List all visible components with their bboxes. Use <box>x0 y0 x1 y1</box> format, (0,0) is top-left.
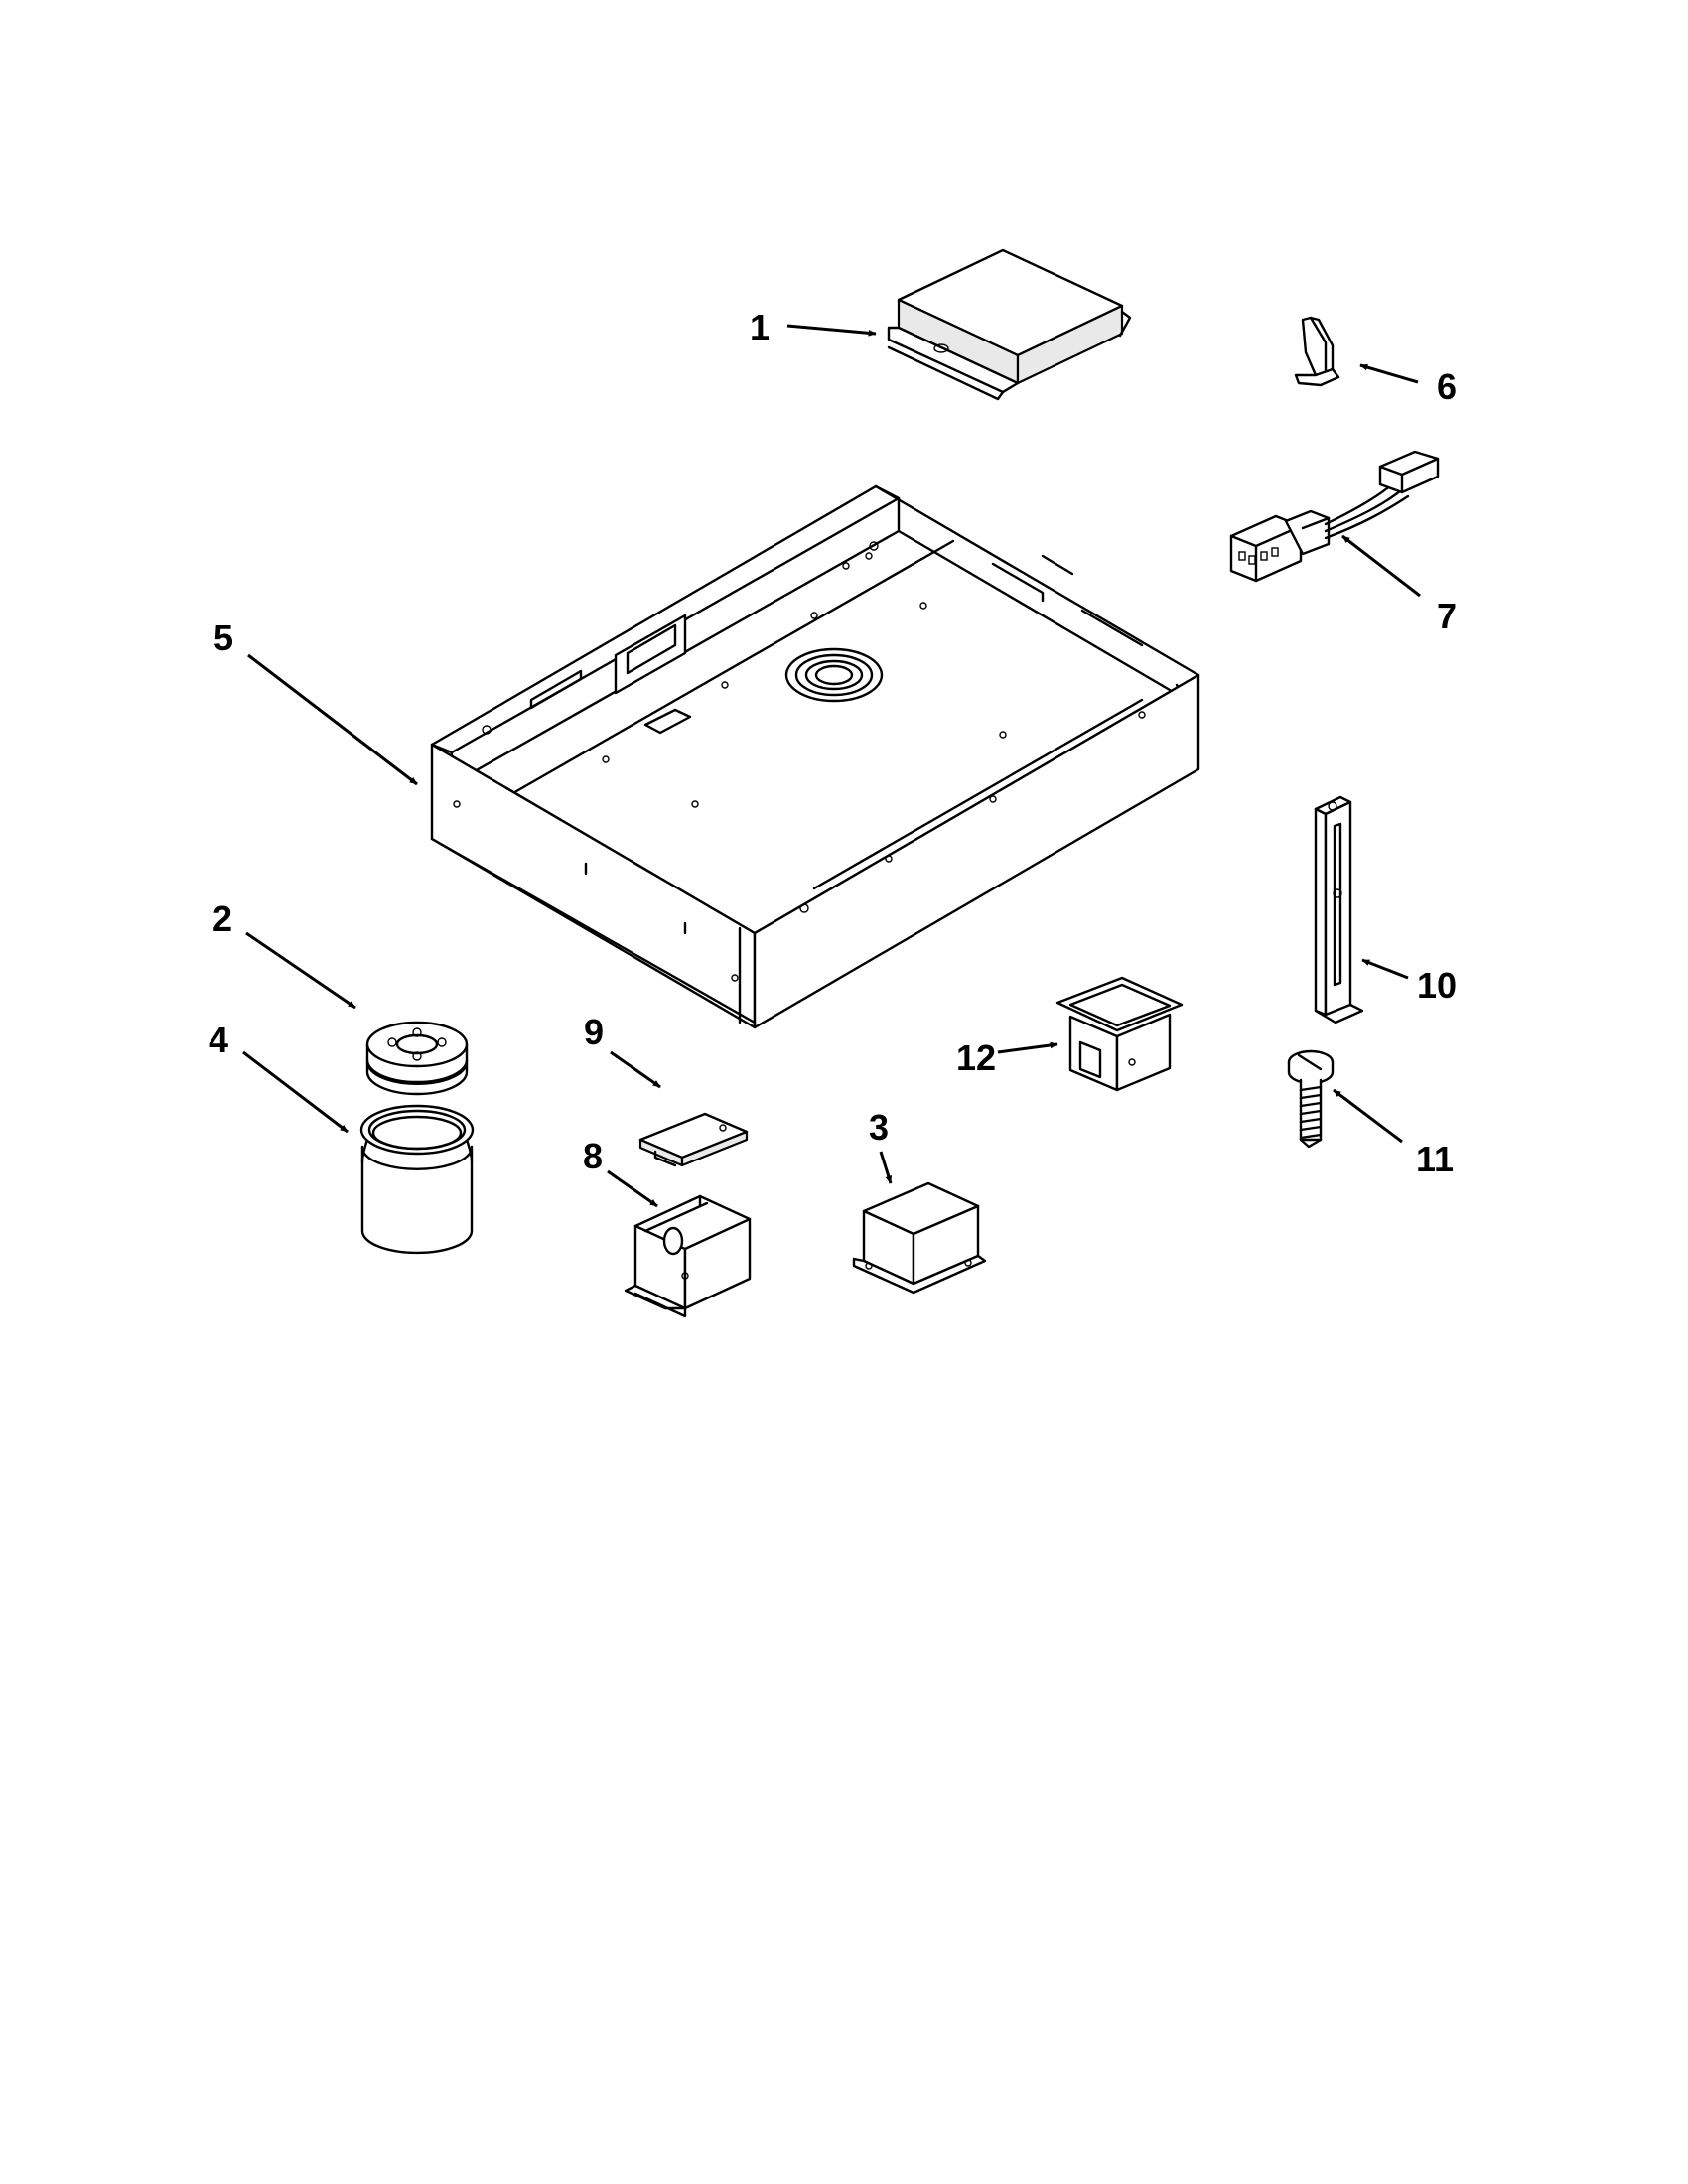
callout-11: 11 <box>1416 1139 1454 1179</box>
part-12-junction-box <box>1055 976 1184 1092</box>
arrow-3 <box>879 1151 893 1184</box>
part-7-wire-harness <box>1229 450 1440 583</box>
arrow-12 <box>997 1041 1058 1054</box>
part-5-housing-tray <box>430 484 1200 1029</box>
part-8-switch-box <box>624 1194 752 1318</box>
part-10-bracket <box>1314 795 1364 1024</box>
arrow-10 <box>1361 958 1409 980</box>
callout-9: 9 <box>584 1012 604 1052</box>
part-9-small-plate <box>638 1112 749 1167</box>
callout-labels: 1 2 3 4 5 6 7 8 9 10 11 12 <box>209 307 1457 1179</box>
callout-7: 7 <box>1437 596 1457 636</box>
callout-3: 3 <box>869 1107 889 1148</box>
arrow-1 <box>786 324 877 337</box>
callout-4: 4 <box>209 1020 228 1060</box>
callout-8: 8 <box>583 1136 603 1176</box>
arrow-5 <box>247 653 418 786</box>
callout-1: 1 <box>750 307 770 347</box>
callout-12: 12 <box>956 1037 996 1078</box>
callout-6: 6 <box>1437 366 1457 407</box>
part-2-cap <box>365 1021 469 1096</box>
part-1-cover-plate <box>887 248 1132 401</box>
part-4-jar <box>359 1104 475 1255</box>
part-11-screw <box>1287 1049 1335 1149</box>
arrow-8 <box>607 1169 658 1208</box>
arrow-9 <box>610 1050 661 1089</box>
part-6-clip <box>1294 316 1340 387</box>
callout-2: 2 <box>212 898 232 939</box>
arrow-4 <box>242 1050 349 1134</box>
callout-10: 10 <box>1417 965 1457 1006</box>
arrow-11 <box>1333 1088 1403 1144</box>
arrow-2 <box>245 931 356 1010</box>
callout-5: 5 <box>213 617 233 658</box>
leader-arrows <box>242 324 1421 1208</box>
part-3-transformer <box>852 1181 987 1295</box>
arrow-6 <box>1359 363 1419 384</box>
arrow-7 <box>1341 534 1421 598</box>
